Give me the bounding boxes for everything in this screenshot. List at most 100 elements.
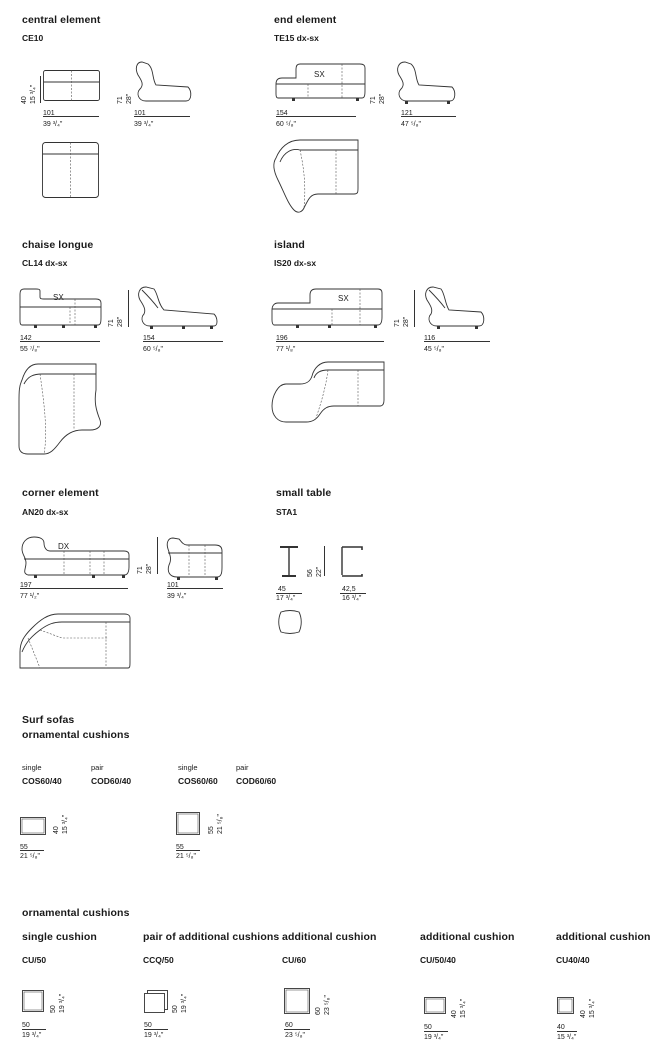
surf-item-type: single [22, 763, 42, 772]
island-side-width-rule [424, 341, 490, 342]
cushion-cos6040-width-rule [20, 850, 44, 851]
cushion-cu60-h-in: 23 ⁵/₈" [324, 995, 331, 1015]
end-side-width-in: 47 ⁵/₈" [401, 121, 421, 128]
chaise-side-width-rule [143, 341, 223, 342]
cushion-cu50-h-in: 19 ³/₄" [59, 993, 66, 1013]
end-height-in: 28" [379, 93, 386, 104]
chaise-height-rule [128, 290, 129, 327]
chaise-front-view: SX [19, 288, 102, 328]
end-sx-tag: SX [314, 70, 325, 79]
corner-top-view [19, 613, 131, 669]
cushion-cos6040-h-cm: 40 [53, 826, 60, 834]
chaise-longue-title: chaise longue [22, 239, 94, 251]
central-side-height-cm: 71 [117, 96, 124, 104]
table-width-rule [276, 593, 302, 594]
cushion-cu60-width-rule [284, 1029, 310, 1030]
surf-item-code: COS60/60 [178, 776, 218, 786]
corner-side-width-in: 39 ³/₄" [167, 593, 187, 600]
end-side-view [397, 61, 456, 104]
cushion-cu4040-h-in: 15 ³/₄" [589, 998, 596, 1018]
chaise-side-width-cm: 154 [143, 335, 155, 342]
surf-item-type: single [178, 763, 198, 772]
cushion-cos6040-drawing [20, 817, 46, 835]
island-top-view [271, 361, 385, 423]
corner-side-width-cm: 101 [167, 582, 179, 589]
surf-item-type: pair [91, 763, 104, 772]
cushion-cu4040-w-cm: 40 [557, 1024, 565, 1031]
cushion-cu50-h-cm: 50 [50, 1005, 57, 1013]
orn-cushion-code: CU40/40 [556, 955, 590, 965]
surf-sofas-title: Surf sofas [22, 714, 75, 726]
end-width-cm: 154 [276, 110, 288, 117]
chaise-width-cm: 142 [20, 335, 32, 342]
cushion-cu5040-h-in: 15 ³/₄" [460, 998, 467, 1018]
end-width-rule [276, 116, 356, 117]
cushion-cu4040-h-cm: 40 [580, 1010, 587, 1018]
orn-cushion-code: CU/50/40 [420, 955, 456, 965]
central-side-width-rule [134, 116, 190, 117]
central-height-cm: 40 [21, 96, 28, 104]
ornamental-cushions-title: ornamental cushions [22, 907, 130, 919]
cushion-cu4040-width-rule [557, 1031, 577, 1032]
surf-item-code: COS60/40 [22, 776, 62, 786]
cushion-cu50-drawing [22, 990, 44, 1012]
cushion-cu5040-width-rule [424, 1031, 448, 1032]
central-width-cm: 101 [43, 110, 55, 117]
cushion-cu50-w-cm: 50 [22, 1022, 30, 1029]
central-side-view [135, 61, 192, 102]
chaise-sx-tag: SX [53, 293, 64, 302]
cushion-cos6040-w-cm: 55 [20, 844, 28, 851]
corner-element-code: AN20 dx-sx [22, 507, 69, 517]
table-front-view [280, 546, 298, 577]
island-width-cm: 196 [276, 335, 288, 342]
cushion-cu4040-drawing [557, 997, 574, 1014]
cushion-cu50-w-in: 19 ³/₄" [22, 1032, 42, 1039]
cushion-cu5040-h-cm: 40 [451, 1010, 458, 1018]
island-height-in: 28" [403, 316, 410, 327]
island-side-width-cm: 116 [424, 335, 436, 342]
central-front-view [43, 70, 100, 101]
orn-cushion-code: CCQ/50 [143, 955, 174, 965]
corner-dx-tag: DX [58, 542, 70, 551]
end-element-title: end element [274, 14, 337, 26]
central-width-in: 39 ³/₄" [43, 121, 63, 128]
orn-cushion-name: pair of additional cushions [143, 931, 280, 943]
surf-item-code: COD60/60 [236, 776, 277, 786]
cushion-cos6060-drawing [176, 812, 200, 835]
small-table-title: small table [276, 487, 332, 499]
table-height-in: 22" [316, 566, 323, 577]
chaise-side-width-in: 60 ⁵/₈" [143, 346, 163, 353]
island-front-view: SX [271, 288, 383, 328]
central-side-width-in: 39 ³/₄" [134, 121, 154, 128]
central-element-title: central element [22, 14, 101, 26]
island-height-rule [414, 290, 415, 327]
surf-ornamental-subtitle: ornamental cushions [22, 729, 130, 741]
island-width-in: 77 ¹/₈" [276, 346, 296, 353]
island-sx-tag: SX [338, 294, 349, 303]
cushion-cu4040-w-in: 15 ³/₄" [557, 1034, 577, 1041]
corner-side-view [166, 537, 223, 580]
cushion-ccq50-w-in: 19 ³/₄" [144, 1032, 164, 1039]
end-element-code: TE15 dx-sx [274, 33, 319, 43]
chaise-height-cm: 71 [108, 319, 115, 327]
table-side-width-cm: 42,5 [342, 586, 356, 593]
chaise-side-view [138, 286, 218, 329]
table-side-view [341, 546, 363, 577]
cushion-cos6060-w-cm: 55 [176, 844, 184, 851]
cushion-cos6060-width-rule [176, 850, 200, 851]
cushion-ccq50-width-rule [144, 1029, 168, 1030]
cushion-cu5040-w-cm: 50 [424, 1024, 432, 1031]
cushion-cu5040-drawing [424, 997, 446, 1014]
corner-height-cm: 71 [137, 566, 144, 574]
chaise-longue-code: CL14 dx-sx [22, 258, 68, 268]
table-width-in: 17 ³/₄" [276, 595, 296, 602]
corner-width-rule [20, 588, 128, 589]
chaise-width-rule [20, 341, 100, 342]
corner-front-view: DX [21, 536, 130, 578]
central-height-in: 15 ³/₄" [30, 84, 37, 104]
cushion-ccq50-drawing [144, 990, 168, 1013]
island-code: IS20 dx-sx [274, 258, 317, 268]
orn-cushion-name: single cushion [22, 931, 97, 943]
cushion-cos6060-w-in: 21 ⁵/₈" [176, 853, 196, 860]
central-element-code: CE10 [22, 33, 44, 43]
